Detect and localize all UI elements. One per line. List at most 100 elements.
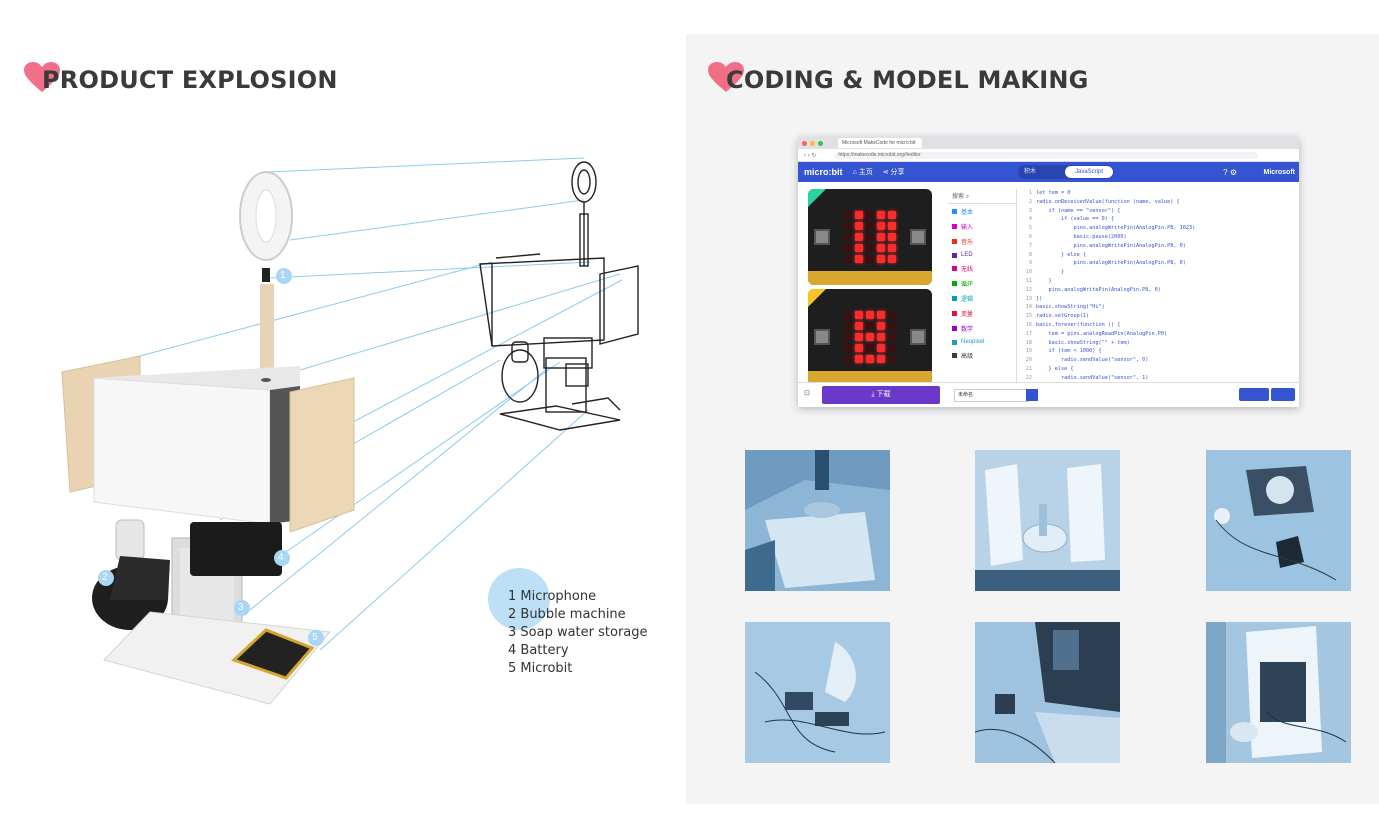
- photo-drilling-foam: [745, 450, 890, 591]
- section-title: CODING & MODEL MAKING: [726, 66, 1089, 94]
- save-icon[interactable]: [1026, 389, 1038, 401]
- code-text: pins.analogWritePin(AnalogPin.P8, 0): [1036, 260, 1186, 267]
- code-text: radio.sendValue("sensor", 1): [1036, 374, 1149, 381]
- code-line[interactable]: 7 pins.analogWritePin(AnalogPin.P8, 0): [1020, 242, 1298, 251]
- code-line[interactable]: 10 }: [1020, 268, 1298, 277]
- line-number: 22: [1025, 374, 1032, 381]
- category-item[interactable]: 逻辑: [948, 291, 1016, 306]
- legend-item: 3 Soap water storage: [508, 625, 648, 640]
- share-button[interactable]: ⋖ 分享: [882, 169, 905, 176]
- code-line[interactable]: 8 } else {: [1020, 251, 1298, 260]
- photo-prototype-towers: [975, 450, 1120, 591]
- button-b[interactable]: [910, 329, 926, 345]
- line-number: 5: [1028, 225, 1032, 232]
- code-line[interactable]: 3 if (name == "sensor") {: [1020, 207, 1298, 216]
- line-number: 17: [1025, 330, 1032, 337]
- editor-toggle[interactable]: 积木 JavaScript: [1018, 165, 1114, 179]
- code-line[interactable]: 9 pins.analogWritePin(AnalogPin.P8, 0): [1020, 259, 1298, 268]
- code-text: }): [1036, 295, 1043, 302]
- category-item[interactable]: 数学: [948, 321, 1016, 336]
- code-line[interactable]: 11 }: [1020, 277, 1298, 286]
- code-line[interactable]: 6 basic.pause(2000): [1020, 233, 1298, 242]
- code-line[interactable]: 17 tem = pins.analogReadPin(AnalogPin.P0…: [1020, 330, 1298, 339]
- line-number: 14: [1025, 304, 1032, 311]
- line-number: 8: [1028, 251, 1032, 258]
- blocks-toggle[interactable]: 积木: [1024, 169, 1037, 175]
- javascript-toggle[interactable]: JavaScript: [1065, 166, 1113, 178]
- code-line[interactable]: 22 radio.sendValue("sensor", 1): [1020, 374, 1298, 381]
- code-text: basic.pause(2000): [1036, 233, 1127, 240]
- help-settings-icons[interactable]: ? ⚙: [1223, 167, 1237, 177]
- code-line[interactable]: 18 basic.showString("" + tem): [1020, 339, 1298, 348]
- category-item[interactable]: 音乐: [948, 234, 1016, 249]
- microbit-simulator-board: [808, 289, 932, 385]
- product-explosion-panel: PRODUCT EXPLOSION: [0, 0, 686, 836]
- code-text: if (value == 0) {: [1036, 216, 1115, 223]
- line-number: 15: [1025, 313, 1032, 320]
- browser-tab[interactable]: Microsoft MakeCode for micro:bit: [838, 138, 922, 148]
- button-a[interactable]: [814, 229, 830, 245]
- code-line[interactable]: 13}): [1020, 295, 1298, 304]
- code-line[interactable]: 19 if (tem < 1000) {: [1020, 347, 1298, 356]
- category-item[interactable]: 无线: [948, 261, 1016, 276]
- code-text: }: [1036, 277, 1052, 284]
- legend-item: 2 Bubble machine: [508, 607, 626, 622]
- minimize-window-icon[interactable]: [810, 140, 815, 146]
- project-name-input[interactable]: 未命名: [954, 389, 1029, 402]
- photo-wiring-electronics: [745, 622, 890, 763]
- collapse-icon[interactable]: ⊡: [804, 390, 810, 397]
- block-categories: 搜索 ⌕ 基本 输入 音乐 LED 无线 循环 逻辑 变量 数学 Neopixe…: [948, 189, 1017, 383]
- makecode-screenshot: Microsoft MakeCode for micro:bit ‹ › ↻ h…: [798, 137, 1299, 407]
- category-item[interactable]: LED: [948, 249, 1016, 261]
- nav-arrows-icon[interactable]: ‹ › ↻: [804, 152, 817, 159]
- category-item[interactable]: Neopixel: [948, 336, 1016, 348]
- button-b[interactable]: [910, 229, 926, 245]
- coding-heading: CODING & MODEL MAKING: [708, 62, 1089, 94]
- led-matrix: [844, 211, 896, 263]
- product-explosion-heading: PRODUCT EXPLOSION: [24, 62, 338, 94]
- photo-laptop-coding: [975, 622, 1120, 763]
- code-line[interactable]: 2 radio.onReceivedValue(function (name, v…: [1020, 198, 1298, 207]
- download-button[interactable]: ⤓ 下载: [822, 386, 940, 404]
- line-number: 21: [1025, 365, 1032, 372]
- line-number: 2: [1028, 198, 1032, 205]
- category-item[interactable]: 输入: [948, 219, 1016, 234]
- home-button[interactable]: ⌂ 主页: [852, 169, 873, 176]
- code-line[interactable]: 21 } else {: [1020, 365, 1298, 374]
- code-text: if (name == "sensor") {: [1036, 207, 1121, 214]
- callout-1: 1: [280, 270, 286, 281]
- undo-redo-buttons[interactable]: [1239, 388, 1269, 401]
- code-line[interactable]: 20 radio.sendValue("sensor", 0): [1020, 356, 1298, 365]
- block-search[interactable]: 搜索 ⌕: [948, 189, 1016, 204]
- page-title: PRODUCT EXPLOSION: [42, 66, 338, 94]
- search-icon: ⌕: [965, 194, 970, 200]
- makecode-header: micro:bit ⌂ 主页 ⋖ 分享 积木 JavaScript ? ⚙ Mi…: [798, 162, 1299, 182]
- category-item[interactable]: 变量: [948, 306, 1016, 321]
- code-text: if (tem < 1000) {: [1036, 348, 1102, 355]
- maximize-window-icon[interactable]: [818, 140, 823, 146]
- code-line[interactable]: 5 pins.analogWritePin(AnalogPin.P8, 1023…: [1020, 224, 1298, 233]
- code-line[interactable]: 4 if (value == 0) {: [1020, 215, 1298, 224]
- line-number: 20: [1025, 357, 1032, 364]
- zoom-buttons[interactable]: [1271, 388, 1295, 401]
- exploded-view-illustration: [61, 157, 639, 705]
- category-item[interactable]: 基本: [948, 204, 1016, 219]
- photo-bubble-gun-parts: [1206, 450, 1351, 591]
- close-window-icon[interactable]: [802, 140, 807, 146]
- code-text: radio.onReceivedValue(function (name, va…: [1036, 198, 1180, 205]
- line-number: 3: [1028, 207, 1032, 214]
- url-field[interactable]: https://makecode.microbit.org/#editor: [834, 151, 1259, 159]
- legend-item: 5 Microbit: [508, 661, 573, 676]
- code-text: pins.analogWritePin(AnalogPin.P8, 1023): [1036, 225, 1196, 232]
- category-item[interactable]: 高级: [948, 348, 1016, 363]
- code-line[interactable]: 12 pins.analogWritePin(AnalogPin.P8, 0): [1020, 286, 1298, 295]
- button-a[interactable]: [814, 329, 830, 345]
- microbit-logo[interactable]: micro:bit: [804, 167, 843, 177]
- category-item[interactable]: 循环: [948, 276, 1016, 291]
- line-number: 9: [1028, 260, 1032, 267]
